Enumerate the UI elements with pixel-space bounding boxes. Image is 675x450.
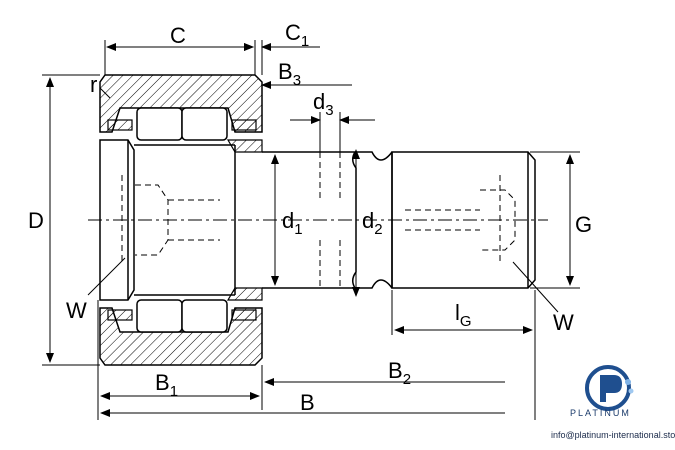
label-lG: lG (455, 300, 472, 330)
dimension-labels: C C1 B3 d3 r D d1 d2 G W W lG B2 B1 B (28, 20, 592, 415)
brand-logo (585, 365, 634, 411)
dimension-lines (46, 43, 574, 417)
label-B3: B3 (278, 59, 301, 89)
label-d1: d1 (282, 208, 303, 238)
label-C1: C1 (285, 20, 309, 50)
label-B: B (300, 390, 315, 415)
label-r: r (90, 72, 97, 97)
label-B2: B2 (388, 358, 411, 388)
brand-name: PLATINUM (570, 408, 631, 418)
label-W-right: W (553, 310, 574, 335)
label-d2: d2 (362, 208, 383, 238)
label-B1: B1 (155, 370, 178, 400)
label-D: D (28, 208, 44, 233)
label-G: G (575, 212, 592, 237)
leader-W-left (87, 257, 126, 296)
label-W-left: W (66, 298, 87, 323)
brand-email: info@platinum-international.store (551, 430, 675, 440)
leader-r (99, 87, 111, 99)
seal-washers (107, 119, 263, 321)
leader-W-right (512, 261, 559, 313)
label-C: C (170, 23, 186, 48)
needle-rollers (136, 107, 228, 333)
outer-ring (99, 74, 263, 366)
label-d3: d3 (313, 89, 334, 119)
